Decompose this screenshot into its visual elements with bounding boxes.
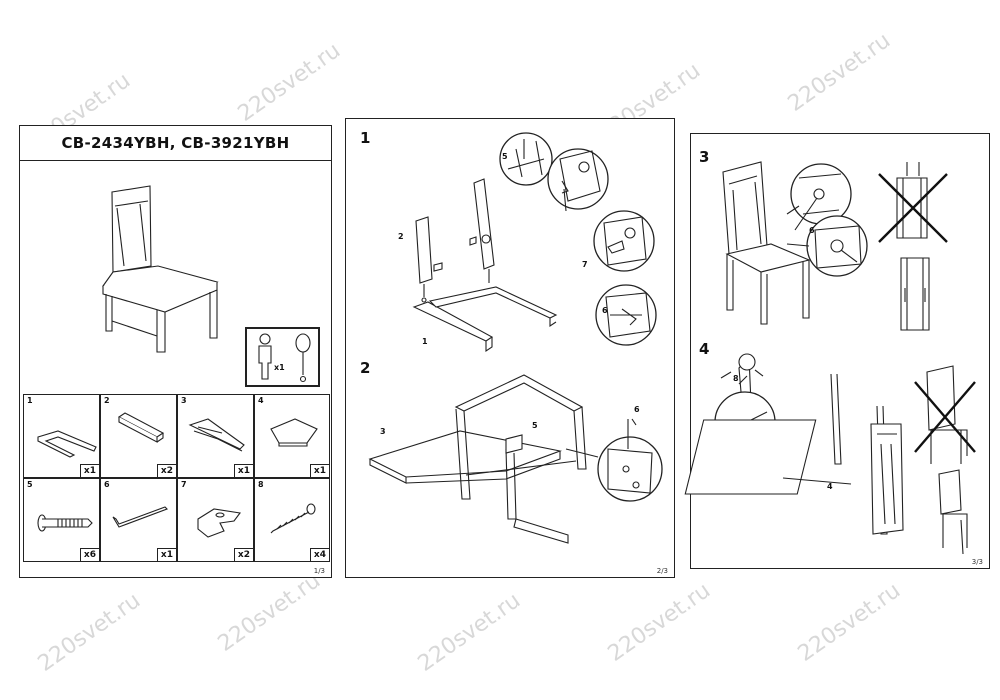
- part-qty: x1: [156, 548, 176, 561]
- watermark: 220svet.ru: [783, 28, 896, 117]
- step-number: 1: [360, 129, 371, 147]
- page-number: 1/3: [313, 567, 325, 575]
- part-cell: 1 x1: [23, 394, 100, 478]
- part-cell: 5 x6: [23, 478, 100, 562]
- tools-required-box: x1: [245, 327, 320, 387]
- callout-label: 1: [422, 337, 428, 346]
- part-number: 4: [258, 396, 264, 405]
- part-qty: x4: [309, 548, 329, 561]
- corner-bracket-icon: [197, 508, 241, 538]
- seat-cushion-icon: [270, 418, 318, 447]
- watermark: 220svet.ru: [793, 578, 906, 667]
- part-cell: 3 x1: [177, 394, 254, 478]
- step3-4-illustration: [684, 161, 976, 555]
- part-number: 5: [27, 480, 33, 489]
- part-number: 8: [258, 480, 264, 489]
- watermark: 220svet.ru: [603, 578, 716, 667]
- callout-label: 6: [602, 306, 608, 315]
- step-number: 2: [360, 359, 371, 377]
- screw-icon: [270, 503, 316, 534]
- step-number: 3: [699, 148, 710, 166]
- watermark: 220svet.ru: [33, 588, 146, 677]
- part-cell: 7 x2: [177, 478, 254, 562]
- part-cell: 2 x2: [100, 394, 177, 478]
- part-qty: x2: [233, 548, 253, 561]
- side-rail-frame-icon: [37, 430, 97, 458]
- cross-rail-icon: [117, 412, 165, 443]
- part-number: 7: [181, 480, 187, 489]
- callout-label: 5: [532, 421, 538, 430]
- watermark: 220svet.ru: [233, 38, 346, 127]
- bolt-icon: [37, 514, 93, 532]
- tools-qty: x1: [274, 363, 285, 372]
- page-number: 3/3: [971, 558, 983, 566]
- callout-label: 8: [733, 374, 739, 383]
- allen-key-icon: [112, 506, 168, 528]
- part-cell: 8 x4: [254, 478, 330, 562]
- callout-label: 3: [380, 427, 386, 436]
- step-number: 4: [699, 340, 710, 358]
- watermark: 220svet.ru: [213, 568, 326, 657]
- callout-label: 6: [634, 405, 640, 414]
- part-qty: x1: [233, 464, 253, 477]
- backrest-frame-icon: [188, 418, 245, 452]
- part-qty: x1: [79, 464, 99, 477]
- part-number: 3: [181, 396, 187, 405]
- part-qty: x1: [309, 464, 329, 477]
- part-qty: x6: [79, 548, 99, 561]
- callout-label: 2: [398, 232, 404, 241]
- callout-label: 5: [502, 152, 508, 161]
- step1-illustration: [368, 132, 663, 544]
- page-steps-3-4: 3 4: [684, 133, 990, 569]
- assembler-person-icon: [258, 333, 272, 380]
- part-qty: x2: [156, 464, 176, 477]
- part-cell: 4 x1: [254, 394, 330, 478]
- page-parts-list: CB-2434YBH, CB-3921YBH x1: [19, 125, 332, 578]
- callout-label: 7: [582, 260, 588, 269]
- page-steps-1-2: 1 2: [345, 118, 675, 578]
- page-title: CB-2434YBH, CB-3921YBH: [20, 126, 331, 161]
- screwdriver-icon: [295, 333, 311, 383]
- callout-label: 6: [809, 226, 815, 235]
- part-number: 6: [104, 480, 110, 489]
- page-number: 2/3: [656, 567, 668, 575]
- part-number: 1: [27, 396, 33, 405]
- watermark: 220svet.ru: [413, 588, 526, 677]
- chair-illustration: [102, 185, 219, 353]
- part-number: 2: [104, 396, 110, 405]
- part-cell: 6 x1: [100, 478, 177, 562]
- callout-label: 4: [827, 482, 833, 491]
